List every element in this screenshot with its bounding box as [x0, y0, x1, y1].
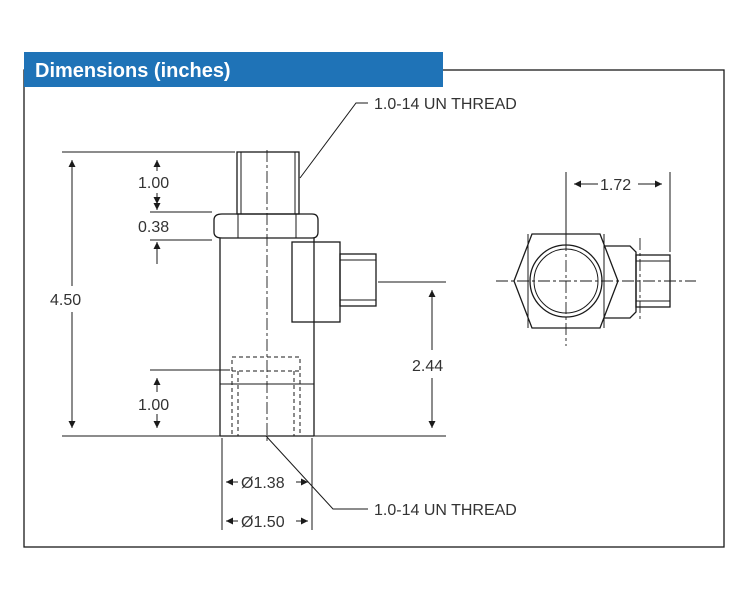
leader-bottom-thread [265, 435, 368, 510]
dim-top-thread-length: 1.00 [138, 175, 169, 192]
side-port [339, 253, 377, 307]
dim-hex-height: 0.38 [138, 219, 169, 236]
leader-top-thread [299, 102, 368, 179]
dim-outer-diameter: Ø1.50 [241, 514, 285, 531]
header-title: Dimensions (inches) [35, 60, 231, 82]
callout-top-thread: 1.0-14 UN THREAD [374, 96, 517, 113]
extension-lines [62, 151, 446, 530]
callout-bottom-thread: 1.0-14 UN THREAD [374, 502, 517, 519]
top-thread [236, 151, 300, 215]
front-view [213, 150, 377, 442]
hex-nut [213, 213, 319, 239]
top-view [496, 176, 696, 346]
side-block [291, 241, 341, 323]
drawing-frame [23, 69, 725, 548]
header-bar [24, 52, 443, 87]
dim-port-height: 2.44 [412, 358, 443, 375]
dim-inner-diameter: Ø1.38 [241, 475, 285, 492]
bottom-thread-hidden [231, 356, 301, 437]
dim-overall-height: 4.50 [50, 292, 81, 309]
dim-bottom-thread-length: 1.00 [138, 397, 169, 414]
dim-side-width: 1.72 [600, 177, 631, 194]
